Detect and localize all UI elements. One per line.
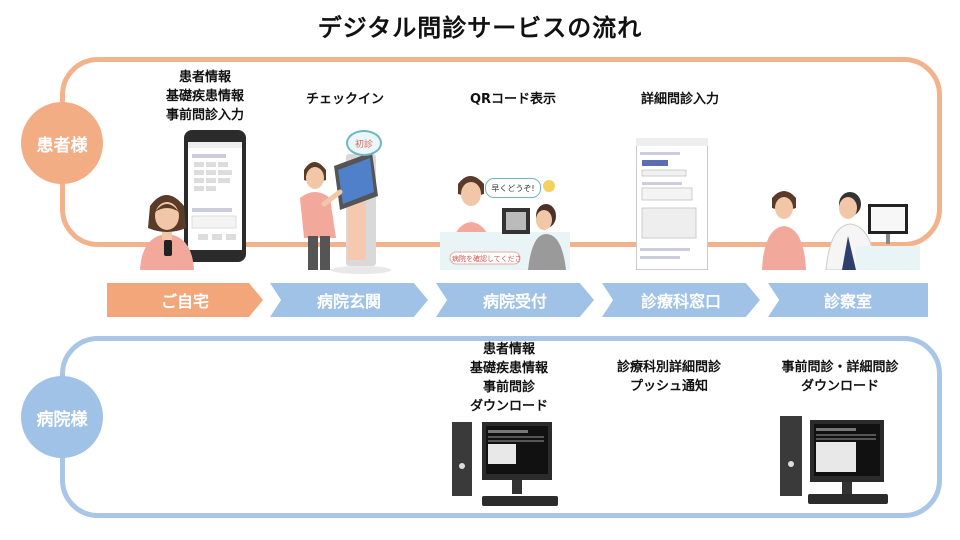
page-title: デジタル問診サービスの流れ [317, 14, 643, 42]
desk-note: 病院を確認してください [452, 255, 520, 263]
label-hospital-download: 患者情報 基礎疾患情報 事前問診 ダウンロード [469, 342, 548, 414]
hospital-actor-label: 病院様 [36, 409, 88, 430]
patient-actor-label: 患者様 [36, 135, 88, 156]
detail-questionnaire-screen [636, 138, 708, 270]
label-full-download: 事前問診・詳細問診 ダウンロード [781, 360, 899, 394]
desktop-pc-icon [780, 416, 890, 506]
label-qr-display: QRコード表示 [469, 92, 557, 107]
kiosk-first-visit-bubble: 初診 [346, 130, 382, 156]
step-home-label: ご自宅 [160, 292, 209, 311]
patient-smartphone-illustration [136, 128, 266, 270]
checkin-kiosk-illustration: 初診 [296, 130, 396, 276]
staff-speech-bubble: 早くどうぞ! [485, 178, 541, 198]
step-consultation-label: 診察室 [823, 292, 872, 311]
label-checkin: チェックイン [305, 92, 384, 107]
step-consultation-room: 診察室 [768, 283, 928, 317]
label-push-notification: 診療科別詳細問診 プッシュ通知 [616, 360, 721, 394]
reception-qr-illustration: 病院を確認してください [440, 176, 570, 270]
step-department-label: 診療科窓口 [640, 292, 721, 311]
desktop-pc-icon [452, 422, 562, 508]
label-detail-input: 詳細問診入力 [640, 92, 719, 107]
step-reception-label: 病院受付 [482, 292, 547, 311]
step-home: ご自宅 [107, 283, 263, 317]
lightbulb-icon [543, 180, 555, 192]
label-home-input: 患者情報 基礎疾患情報 事前問診入力 [165, 70, 244, 123]
step-entrance-label: 病院玄関 [316, 292, 381, 311]
hospital-actor-circle: 病院様 [21, 376, 103, 458]
step-department-window: 診療科窓口 [602, 283, 760, 317]
patient-actor-circle: 患者様 [21, 102, 103, 184]
step-reception: 病院受付 [436, 283, 594, 317]
step-hospital-entrance: 病院玄関 [270, 283, 428, 317]
consultation-room-illustration [760, 190, 920, 270]
